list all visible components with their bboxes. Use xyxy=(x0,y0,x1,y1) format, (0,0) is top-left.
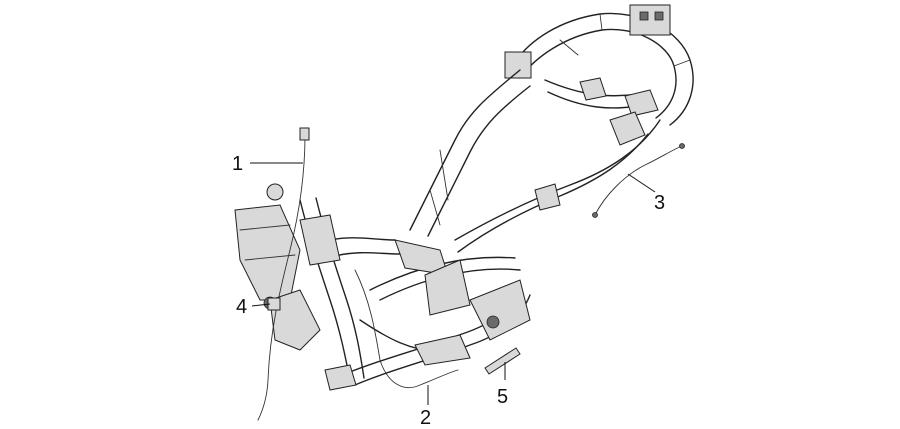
small-parts xyxy=(267,297,521,375)
seat-bracket-left xyxy=(504,51,532,79)
callout-5: 5 xyxy=(497,386,508,408)
callout-1: 1 xyxy=(232,153,243,175)
leader-lines xyxy=(250,162,656,405)
rear-top-bracket xyxy=(629,4,671,36)
cable-parts xyxy=(257,127,685,421)
callout-2: 2 xyxy=(420,407,431,429)
leader-line-4 xyxy=(251,303,271,307)
cable-part-1 xyxy=(257,134,306,421)
frame-floor-tubes xyxy=(349,239,531,386)
callout-3: 3 xyxy=(654,192,665,214)
frame-side-rails xyxy=(409,69,661,253)
cable-1-end-fitting xyxy=(299,127,310,141)
leader-line-3 xyxy=(627,173,656,193)
cable-part-2 xyxy=(354,269,459,389)
callout-labels: 1 2 3 4 5 xyxy=(232,153,665,429)
cable-part-3 xyxy=(594,145,683,216)
callout-4: 4 xyxy=(236,296,247,318)
frame-rear-loop xyxy=(504,4,694,126)
strip-part-5 xyxy=(484,347,521,375)
